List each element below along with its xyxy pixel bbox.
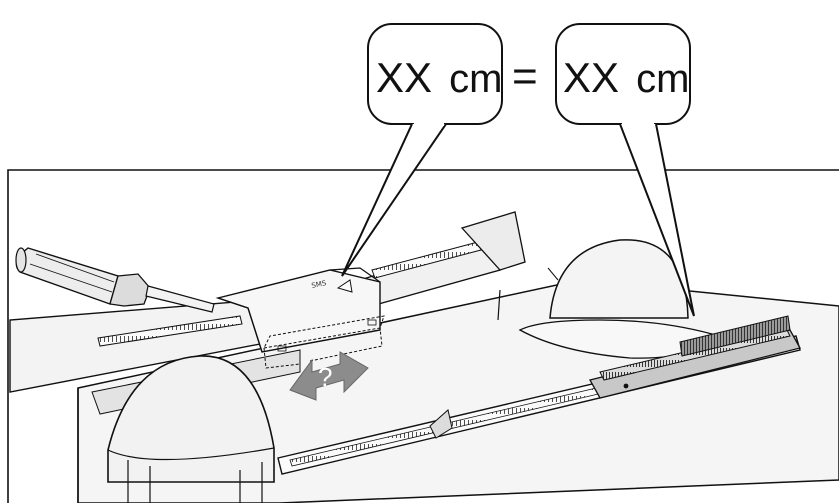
svg-text:XX cm: XX cm [376, 54, 502, 101]
screwdriver-icon [15, 247, 215, 313]
callout-left-unit: cm [449, 57, 502, 101]
double-arrow-icon: ? [289, 351, 369, 401]
equals-sign: = [512, 52, 538, 101]
detail-frame [7, 169, 839, 503]
left-dome-cover [107, 355, 275, 503]
front-slider-clamp[interactable] [589, 315, 801, 399]
slider-block[interactable]: SMS [215, 267, 385, 369]
slider-label: SMS [311, 279, 328, 290]
arrow-help-mark: ? [318, 362, 332, 392]
back-rail [9, 299, 261, 393]
callout-left: XX cm [341, 23, 503, 277]
svg-text:XX cm: XX cm [563, 54, 689, 101]
callout-left-value: XX [376, 54, 432, 101]
callout-right: XX cm [555, 23, 695, 317]
callout-right-value: XX [563, 54, 619, 101]
right-dome-cover [518, 239, 713, 359]
callout-right-unit: cm [636, 57, 689, 101]
back-rail-right [359, 211, 526, 306]
